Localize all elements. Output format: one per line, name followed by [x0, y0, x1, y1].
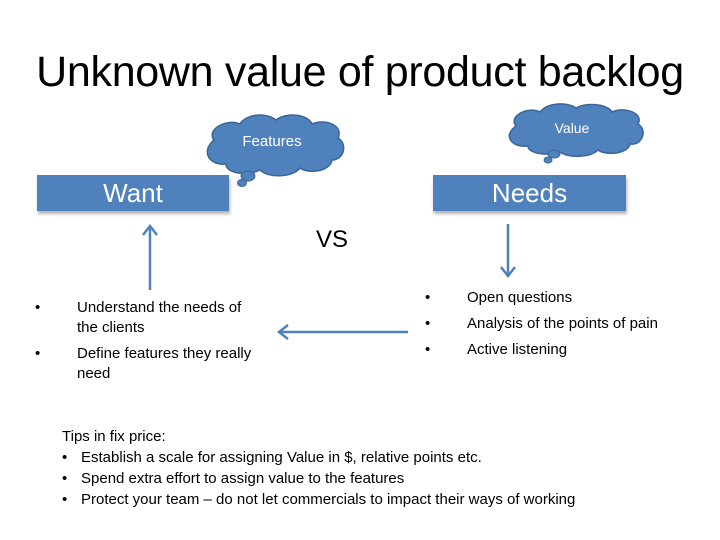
arrow-up-icon — [142, 223, 158, 290]
list-item: •Define features they really need — [35, 345, 252, 382]
needs-bullet-list: •Open questions •Analysis of the points … — [425, 288, 665, 366]
list-item: •Analysis of the points of pain — [425, 315, 658, 332]
bullet-icon: • — [62, 449, 68, 466]
bullet-icon: • — [62, 491, 68, 508]
tips-heading: Tips in fix price: — [62, 428, 166, 445]
list-item: •Understand the needs of the clients — [35, 299, 242, 336]
bullet-icon: • — [425, 289, 431, 306]
value-cloud: Value — [496, 102, 648, 172]
list-item: •Spend extra effort to assign value to t… — [62, 470, 405, 487]
bullet-icon: • — [425, 341, 431, 358]
bullet-icon: • — [35, 345, 41, 362]
needs-box: Needs — [433, 175, 626, 211]
want-bullet-list: •Understand the needs of the clients •De… — [35, 298, 265, 390]
bullet-icon: • — [62, 470, 68, 487]
cloud-shape-icon — [206, 114, 345, 187]
list-item: •Establish a scale for assigning Value i… — [62, 449, 482, 466]
value-cloud-label: Value — [554, 120, 590, 136]
list-item: •Open questions — [425, 289, 573, 306]
slide-title: Unknown value of product backlog — [36, 48, 684, 96]
arrow-left-icon — [276, 324, 408, 340]
list-item: •Active listening — [425, 341, 568, 358]
tips-list: •Establish a scale for assigning Value i… — [62, 447, 575, 510]
features-cloud-label: Features — [242, 133, 302, 150]
tips-section: Tips in fix price: •Establish a scale fo… — [62, 426, 575, 510]
features-cloud: Features — [196, 112, 348, 192]
cloud-shape-icon — [508, 103, 644, 164]
list-item: •Protect your team – do not let commerci… — [62, 491, 576, 508]
vs-label: VS — [316, 226, 349, 253]
arrow-down-icon — [500, 224, 516, 279]
want-box: Want — [37, 175, 229, 211]
bullet-icon: • — [35, 299, 41, 316]
bullet-icon: • — [425, 315, 431, 332]
